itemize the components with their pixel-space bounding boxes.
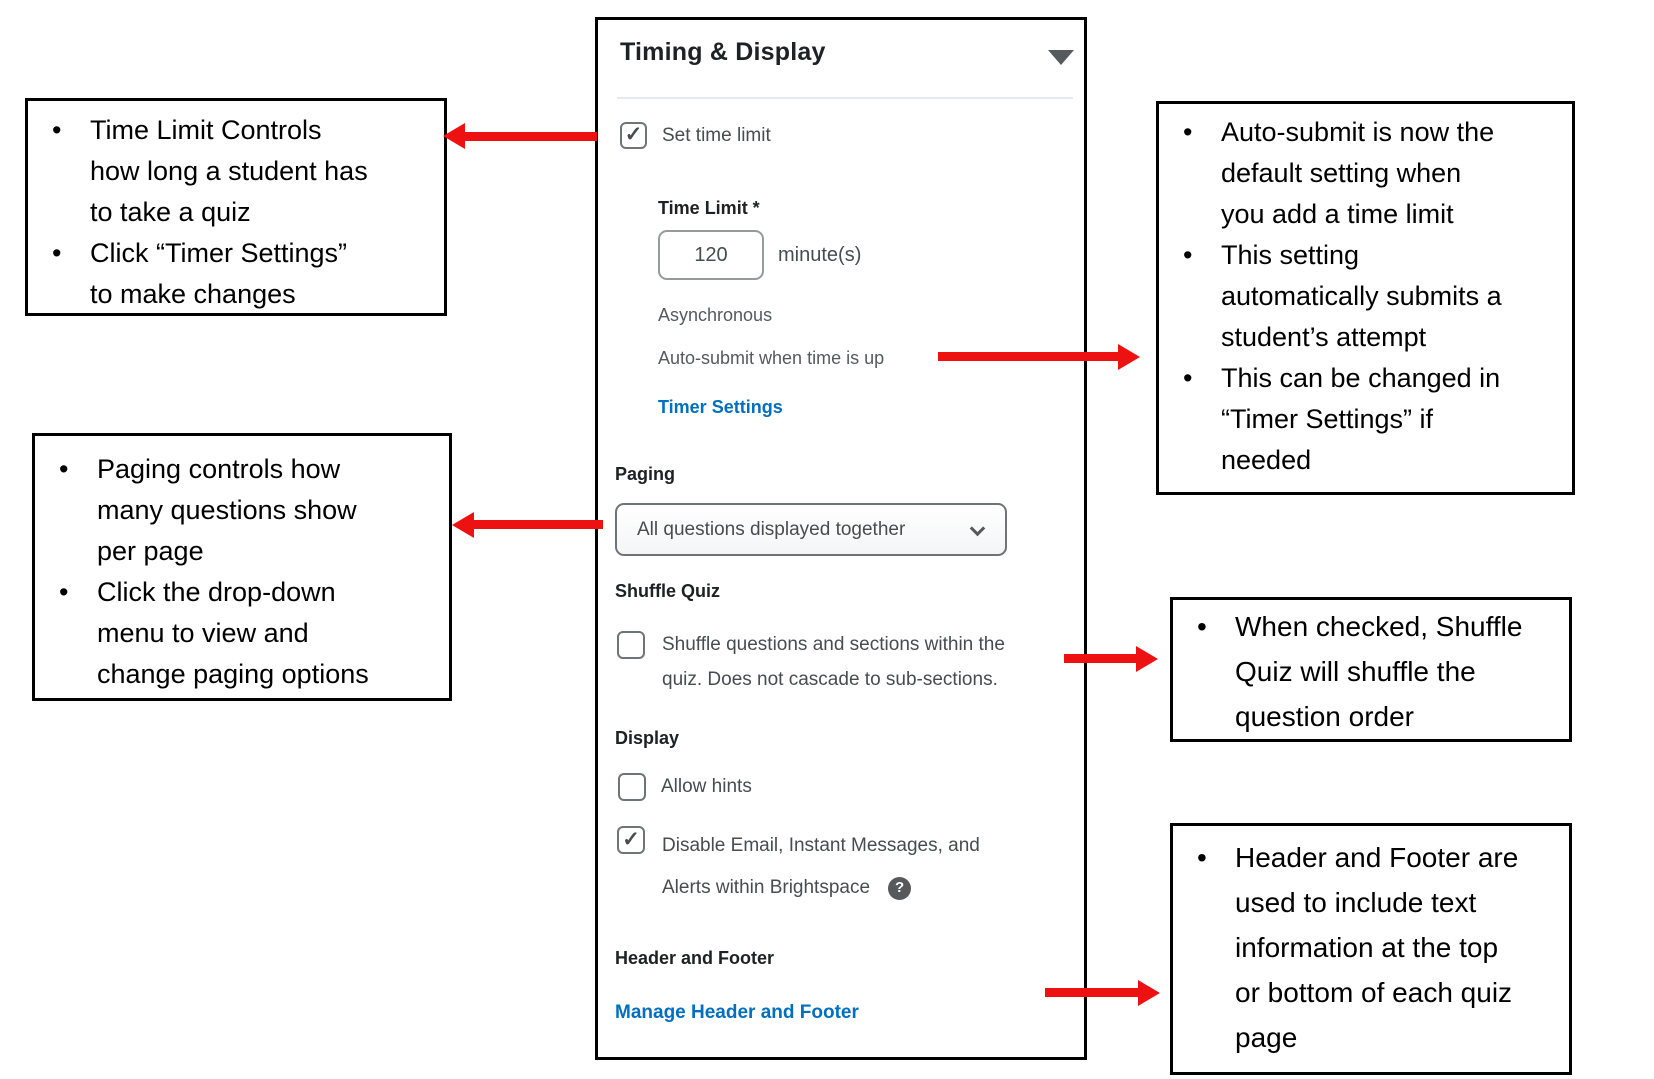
paging-callout: Paging controls how many questions show … <box>32 433 452 701</box>
chevron-down-icon <box>969 520 986 537</box>
autosubmit-callout: Auto-submit is now the default setting w… <box>1156 101 1575 495</box>
check-icon: ✓ <box>622 827 640 851</box>
callout-bullet: Auto-submit is now the default setting w… <box>1169 112 1562 235</box>
shuffle-callout: When checked, Shuffle Quiz will shuffle … <box>1170 597 1572 742</box>
set-time-limit-row: ✓ Set time limit <box>620 122 771 149</box>
arrow-head-right-icon <box>1118 344 1140 370</box>
manage-header-footer-link[interactable]: Manage Header and Footer <box>615 1002 859 1023</box>
disable-messages-row: ✓ Disable Email, Instant Messages, and A… <box>617 826 980 909</box>
arrow-head-left-icon <box>443 123 465 149</box>
shuffle-checkbox[interactable] <box>617 631 645 659</box>
header-divider <box>617 97 1073 99</box>
shuffle-row: Shuffle questions and sections within th… <box>617 631 1005 697</box>
shuffle-quiz-label: Shuffle Quiz <box>615 581 720 601</box>
arrow-head-left-icon <box>452 512 474 538</box>
panel-header: Timing & Display <box>620 38 1060 67</box>
callout-bullet: Header and Footer are used to include te… <box>1183 835 1559 1060</box>
arrow-head-right-icon <box>1136 646 1158 672</box>
callout-bullet: Click “Timer Settings” to make changes <box>38 233 434 315</box>
check-icon: ✓ <box>624 123 643 146</box>
timing-display-panel: Timing & Display ✓ Set time limit Time L… <box>595 17 1087 1060</box>
arrow-shaft <box>465 132 597 141</box>
callout-bullet: Time Limit Controls how long a student h… <box>38 110 434 233</box>
collapse-caret-icon[interactable] <box>1048 50 1074 65</box>
paging-selected-value: All questions displayed together <box>637 518 906 540</box>
allow-hints-row: Allow hints <box>618 773 752 801</box>
paging-label: Paging <box>615 464 676 484</box>
header-footer-label: Header and Footer <box>615 948 775 968</box>
time-limit-unit: minute(s) <box>778 243 862 266</box>
time-limit-input[interactable] <box>658 230 764 280</box>
arrow-shaft <box>938 352 1120 361</box>
help-icon[interactable]: ? <box>888 876 912 900</box>
set-time-limit-label: Set time limit <box>662 124 771 146</box>
time-limit-input-row: minute(s) <box>658 230 861 280</box>
asynchronous-text: Asynchronous <box>658 305 773 325</box>
allow-hints-label: Allow hints <box>661 776 752 797</box>
callout-bullet: When checked, Shuffle Quiz will shuffle … <box>1183 604 1559 739</box>
display-label: Display <box>615 728 680 748</box>
disable-messages-line1: Disable Email, Instant Messages, and <box>662 835 980 856</box>
callout-bullet: Click the drop-down menu to view and cha… <box>45 572 439 695</box>
paging-select[interactable]: All questions displayed together <box>615 503 1007 556</box>
timer-settings-link[interactable]: Timer Settings <box>658 397 783 417</box>
panel-title: Timing & Display <box>620 38 826 66</box>
time-limit-callout: Time Limit Controls how long a student h… <box>25 98 447 316</box>
arrow-shaft <box>474 520 603 529</box>
disable-messages-line2-wrap: Alerts within Brightspace ? <box>662 867 980 909</box>
callout-bullet: This setting automatically submits a stu… <box>1169 235 1562 358</box>
disable-messages-label: Disable Email, Instant Messages, and Ale… <box>662 825 980 909</box>
disable-messages-checkbox[interactable]: ✓ <box>617 826 645 854</box>
allow-hints-checkbox[interactable] <box>618 773 646 801</box>
arrow-shaft <box>1045 988 1140 997</box>
time-limit-label: Time Limit * <box>658 198 760 218</box>
shuffle-option-label: Shuffle questions and sections within th… <box>662 634 1005 690</box>
arrow-head-right-icon <box>1138 980 1160 1006</box>
callout-bullet: Paging controls how many questions show … <box>45 449 439 572</box>
header-footer-callout: Header and Footer are used to include te… <box>1170 823 1572 1075</box>
set-time-limit-checkbox[interactable]: ✓ <box>620 122 647 149</box>
arrow-shaft <box>1064 654 1138 663</box>
callout-bullet: This can be changed in “Timer Settings” … <box>1169 358 1562 481</box>
disable-messages-line2: Alerts within Brightspace <box>662 877 871 898</box>
autosubmit-text: Auto-submit when time is up <box>658 348 885 368</box>
